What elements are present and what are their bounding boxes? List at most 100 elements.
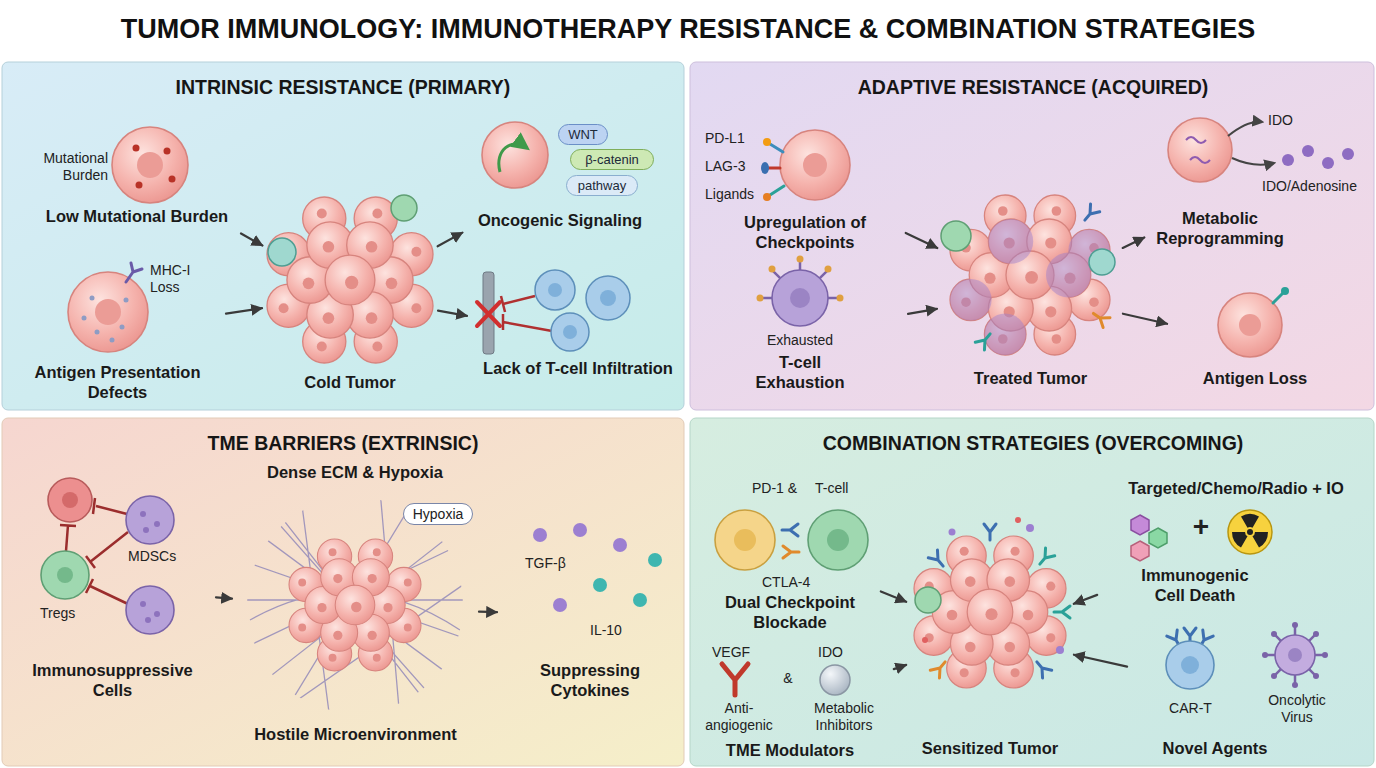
infiltration-barrier <box>551 313 589 351</box>
connector-arrow <box>479 611 497 614</box>
mutational-cell <box>136 182 143 189</box>
mutational-cell <box>133 145 176 189</box>
mutational-cell <box>169 176 176 183</box>
immunosuppressive-cells <box>57 567 73 583</box>
sensitized-tumor <box>1035 548 1054 568</box>
exhausted-t-cell <box>837 295 844 302</box>
panel-ground <box>2 418 684 766</box>
antigen-loss-cell <box>1281 287 1289 295</box>
novel-agent-icons <box>1271 631 1277 637</box>
checkpoint-cell <box>770 186 784 195</box>
metabolic-cell <box>1168 118 1354 182</box>
therapy-icons <box>1131 515 1149 535</box>
antigen-cell <box>68 272 148 352</box>
immunosuppressive-cells <box>140 511 160 623</box>
metabolic-cell <box>1302 145 1314 157</box>
novel-agent-icons <box>1292 622 1298 628</box>
dual-checkpoint <box>808 510 868 570</box>
metabolic-cell <box>1322 157 1334 169</box>
sensitized-tumor <box>922 637 928 643</box>
cell-group: MDSCsTregsImmunosuppressive Cells <box>12 462 213 717</box>
panel: COMBINATION STRATEGIES (OVERCOMING)PD-1 … <box>687 418 1376 768</box>
therapy-icons <box>1131 510 1272 561</box>
label-text: Metabolic Inhibitors <box>800 700 888 734</box>
panel-ground <box>690 62 1374 410</box>
node-heading: Dual Checkpoint Blockade <box>705 592 875 632</box>
label-text: T-cell <box>815 480 867 497</box>
tumor-node: Sensitized Tumor <box>909 505 1071 767</box>
panel-heading: COMBINATION STRATEGIES (OVERCOMING) <box>690 432 1376 455</box>
node-heading: Lack of T-cell Infiltration <box>478 358 678 378</box>
node-heading: Dense ECM & Hypoxia <box>245 462 465 482</box>
connector-arrow <box>1123 238 1145 248</box>
immunosuppressive-cells <box>154 521 160 527</box>
novel-agent-icons <box>1271 673 1277 679</box>
therapy-icons <box>1253 532 1269 548</box>
cytokine-dots <box>633 593 647 607</box>
panel: INTRINSIC RESISTANCE (PRIMARY)Mutational… <box>0 62 689 412</box>
tumor-node: Treated Tumor <box>940 185 1120 400</box>
treated-tumor <box>950 279 992 321</box>
novel-agent-icons <box>1262 622 1328 688</box>
therapy-icons <box>1232 532 1248 548</box>
novel-agent-icons <box>1166 622 1328 689</box>
oncogenic-cell <box>482 122 548 188</box>
label-text: IDO/Adenosine <box>1262 178 1367 195</box>
infiltration-barrier <box>477 302 500 326</box>
dual-checkpoint <box>715 510 775 570</box>
node-heading: Immunogenic Cell Death <box>1130 565 1260 605</box>
panel-heading: ADAPTIVE RESISTANCE (ACQUIRED) <box>690 76 1376 99</box>
exhausted-t-cell <box>769 266 776 273</box>
exhausted-t-cell <box>825 266 832 273</box>
label-text: TGF-β <box>525 555 580 572</box>
cytokine-group: TGF-βIL-10Suppressing Cytokines <box>500 520 678 710</box>
label-text: Exhausted <box>745 332 855 349</box>
oncogenic-cell <box>482 122 548 188</box>
sensitized-tumor <box>922 517 1021 643</box>
infiltration-barrier <box>535 270 575 310</box>
metabolic-cell <box>1186 137 1210 163</box>
tme-modulator-icons <box>820 665 850 695</box>
immunosuppressive-cells <box>143 527 149 533</box>
cold-tumor <box>268 238 296 266</box>
dual-checkpoint <box>734 529 756 551</box>
node-heading: TME Modulators <box>705 740 875 760</box>
pathway-chip: WNT <box>558 124 608 145</box>
dual-checkpoint <box>827 529 849 551</box>
panel-heading: TME BARRIERS (EXTRINSIC) <box>0 432 686 455</box>
metabolic-cell <box>1168 118 1232 182</box>
checkpoint-cell <box>761 130 850 201</box>
infiltration-barrier <box>548 283 616 339</box>
label-text: & <box>778 670 798 687</box>
novel-agent-icons <box>1313 673 1319 679</box>
node-heading: Metabolic Reprogramming <box>1150 208 1290 248</box>
connector-arrow <box>241 234 262 246</box>
exhausted-t-cell <box>757 256 844 327</box>
sensitized-tumor <box>1054 606 1070 618</box>
immunosuppressive-cells <box>48 478 92 522</box>
node-heading: Immunosuppressive Cells <box>15 660 210 700</box>
label-text: IL-10 <box>590 622 640 639</box>
therapy-group: VEGFAnti-angiogenic&IDOMetabolic Inhibit… <box>697 641 891 766</box>
checkpoint-cell <box>763 193 771 201</box>
immunosuppressive-cells <box>62 492 78 508</box>
dual-checkpoint <box>715 510 868 570</box>
cold-tumor <box>391 195 417 221</box>
diagram-title: TUMOR IMMUNOLOGY: IMMUNOTHERAPY RESISTAN… <box>0 14 1376 45</box>
treated-tumor <box>1089 249 1115 275</box>
treated-tumor <box>950 219 1110 355</box>
node-heading: Targeted/Chemo/Radio + IO <box>1106 478 1366 498</box>
immunosuppressive-cells <box>41 551 89 599</box>
therapy-icons <box>1149 528 1167 548</box>
node-heading: T-cell Exhaustion <box>735 352 865 392</box>
novel-agent-icons <box>1313 631 1319 637</box>
cell-group: ExhaustedT-cell Exhaustion <box>705 258 905 406</box>
immunosuppressive-cells <box>126 496 174 544</box>
tumor-node: Dense ECM & HypoxiaHypoxiaHostile Microe… <box>235 458 476 758</box>
sensitized-tumor <box>914 536 1066 688</box>
barrier-group: Lack of T-cell Infiltration <box>470 265 681 405</box>
ecm-fibers <box>289 539 421 671</box>
metabolic-cell <box>1282 154 1294 166</box>
node-heading: Treated Tumor <box>948 368 1113 388</box>
